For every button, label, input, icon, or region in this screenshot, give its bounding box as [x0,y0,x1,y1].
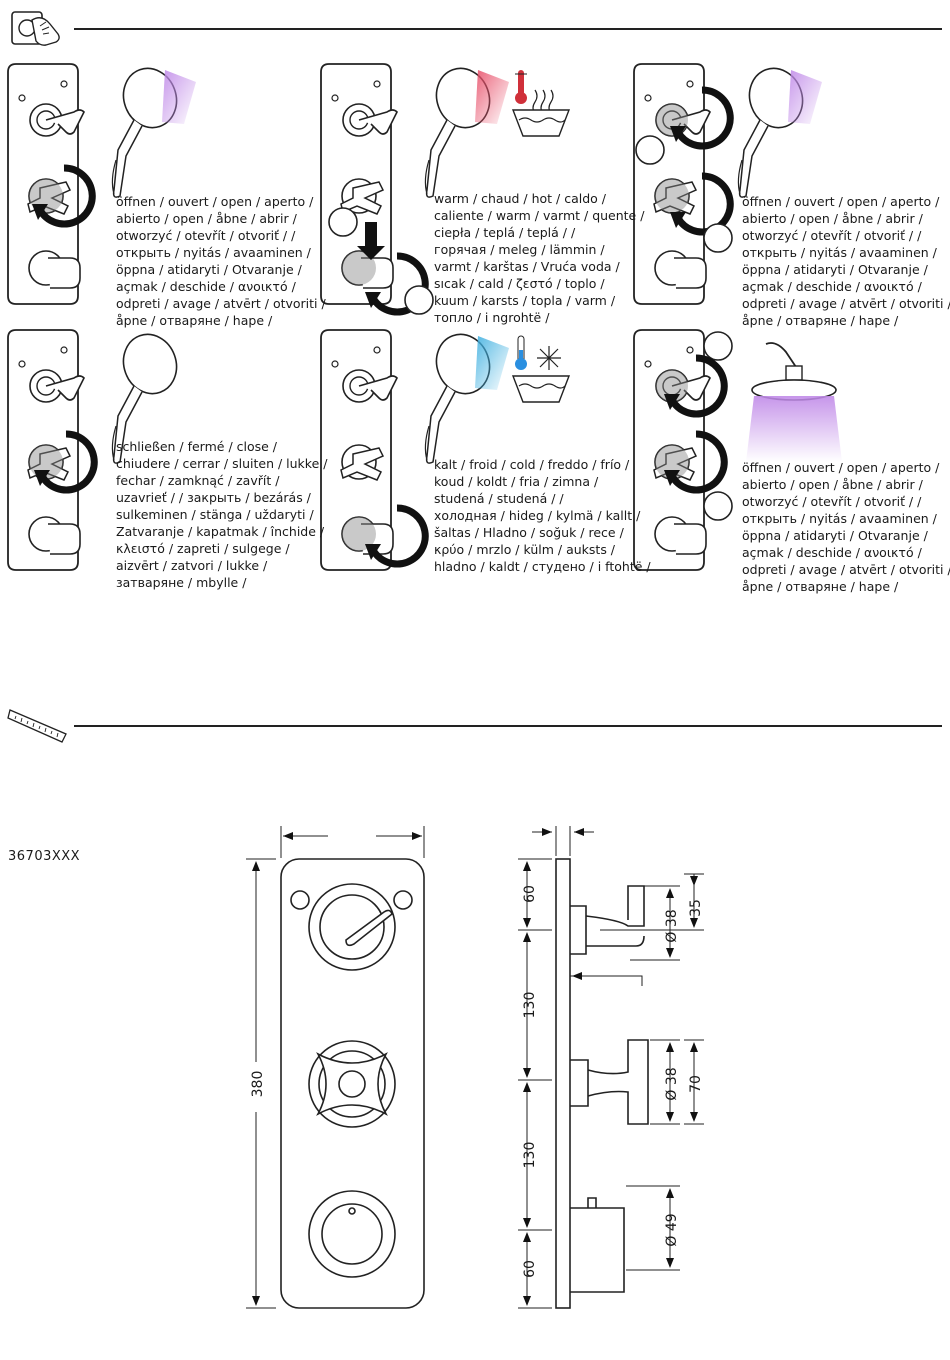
text-line: κλειστό / zapreti / sulgege / [116,541,290,556]
text-line: åpne / отваряне / hape / [742,579,899,594]
panel-3-text: öffnen / ouvert / open / aperto / abiert… [742,193,950,329]
model-number: 36703XXX [8,849,81,864]
panel-4-diagram [7,326,186,571]
text-line: açmak / deschide / ανοικτό / [116,279,296,294]
dim-lever-depth: 35 [688,899,704,917]
text-line: топло / i ngrohtë / [434,310,550,325]
dim-height-total: 380 [250,1071,266,1098]
text-line: otworzyć / otevřít / otvoriť / / [742,494,922,509]
section-divider-operation [74,28,942,30]
text-line: открыть / nyitás / avaaminen / [116,245,311,260]
text-line: öffnen / ouvert / open / aperto / [116,194,314,209]
panel-6-diagram [633,329,842,571]
text-line: öffnen / ouvert / open / aperto / [742,194,940,209]
dim-gap-mid1: 130 [522,992,538,1019]
text-line: aizvērt / zatvori / lukke / [116,558,268,573]
dim-gap-bottom: 60 [522,1260,538,1278]
text-line: schließen / fermé / close / [116,439,278,454]
text-line: sulkeminen / stänga / uždaryti / [116,507,314,522]
dim-lever-diameter: Ø 38 [664,909,680,942]
text-line: fechar / zamknąć / zavřít / [116,473,280,488]
operation-illustrations [7,60,842,571]
text-line: abierto / open / åbne / abrir / [742,211,923,226]
thermometer-cold-icon [511,335,571,403]
dim-cross-depth: 70 [688,1075,704,1093]
text-line: åpne / отваряне / hape / [742,313,899,328]
text-line: caliente / warm / varmt / quente / [434,208,645,223]
front-plate [280,858,425,1309]
text-line: šaltas / Hladno / soğuk / rece / [434,525,624,540]
ruler-icon [6,700,70,746]
text-line: öppna / atidaryti / Otvaranje / [742,262,928,277]
text-line: затваряне / mbylle / [116,575,247,590]
panel-3-diagram [633,60,822,305]
panel-2-diagram [320,60,571,314]
section-divider-dimensions [74,725,942,727]
panel-5-text: kalt / froid / cold / freddo / frío / ko… [434,456,651,575]
text-line: Zatvaranje / kapatmak / închide / [116,524,325,539]
dimension-drawing: 380 60 130 130 60 Ø 38 35 Ø 38 70 Ø 49 [246,826,704,1309]
dim-cross-diameter: Ø 38 [664,1067,680,1100]
text-line: холодная / hideg / kylmä / kallt / [434,508,641,523]
text-line: открыть / nyitás / avaaminen / [742,511,937,526]
text-line: odpreti / avage / atvērt / otvoriti / [116,296,326,311]
text-line: otworzyć / otevřít / otvoriť / / [116,228,296,243]
text-line: studená / studená / / [434,491,564,506]
text-line: ciepła / teplá / teplá / / [434,225,576,240]
text-line: κρύο / mrzlo / külm / auksts / [434,542,616,557]
text-line: warm / chaud / hot / caldo / [434,191,607,206]
overhead-shower-icon [746,342,842,462]
hand-turning-knob-icon [6,6,70,48]
text-line: sıcak / cald / ζεστό / toplo / [434,276,605,291]
text-line: åpne / отваряне / hape / [116,313,273,328]
panel-1-text: öffnen / ouvert / open / aperto / abiert… [116,193,326,329]
text-line: hladno / kaldt / студено / i ftohtë / [434,559,651,574]
text-line: öppna / atidaryti / Otvaranje / [116,262,302,277]
text-line: kalt / froid / cold / freddo / frío / [434,457,630,472]
panel-4-text: schließen / fermé / close / chiudere / c… [116,438,327,591]
dim-thermo-diameter: Ø 49 [664,1213,680,1246]
dim-gap-mid2: 130 [522,1142,538,1169]
panel-1-diagram [7,60,196,305]
text-line: öffnen / ouvert / open / aperto / [742,460,940,475]
text-line: odpreti / avage / atvērt / otvoriti / [742,562,950,577]
text-line: uzavrieť / / закрыть / bezárás / [116,490,311,505]
text-line: açmak / deschide / ανοικτό / [742,279,922,294]
text-line: открыть / nyitás / avaaminen / [742,245,937,260]
panel-2-text: warm / chaud / hot / caldo / caliente / … [434,190,644,326]
text-line: öppna / atidaryti / Otvaranje / [742,528,928,543]
text-line: koud / koldt / fria / zimna / [434,474,599,489]
dim-gap-top: 60 [522,885,538,903]
text-line: abierto / open / åbne / abrir / [116,211,297,226]
text-line: açmak / deschide / ανοικτό / [742,545,922,560]
text-line: abierto / open / åbne / abrir / [742,477,923,492]
text-line: varmt / karštas / Vruća voda / [434,259,620,274]
text-line: otworzyć / otevřít / otvoriť / / [742,228,922,243]
text-line: горячая / meleg / lämmin / [434,242,605,257]
panel-6-text: öffnen / ouvert / open / aperto / abiert… [742,459,950,595]
panel-5-diagram [320,326,571,571]
side-plate [555,858,571,1309]
thermometer-hot-icon [511,70,571,137]
text-line: chiudere / cerrar / sluiten / lukke / [116,456,328,471]
text-line: kuum / karsts / topla / varm / [434,293,616,308]
text-line: odpreti / avage / atvērt / otvoriti / [742,296,950,311]
